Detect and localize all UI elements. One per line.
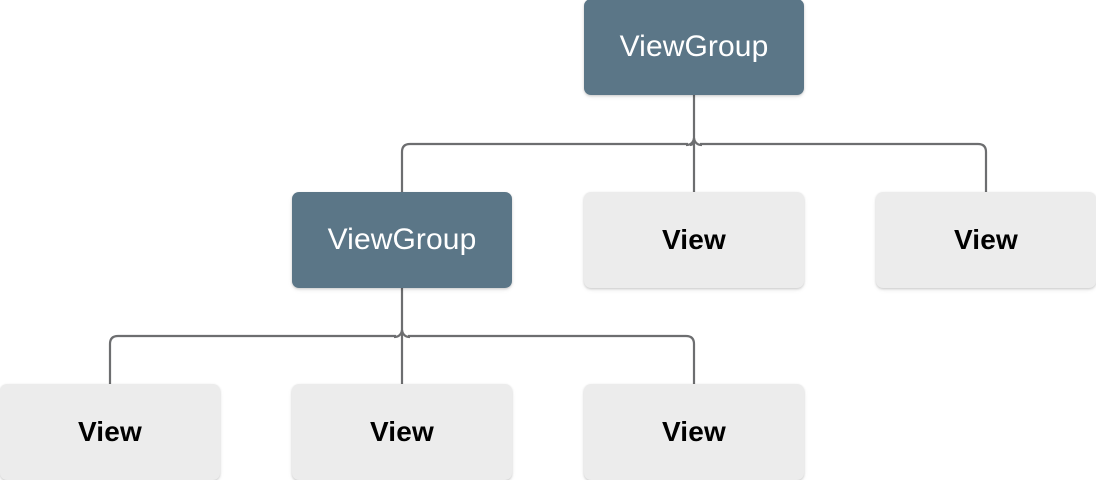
node-view-level1-middle[interactable]: View	[584, 192, 804, 288]
node-view-level2-middle[interactable]: View	[292, 384, 512, 480]
node-label: View	[661, 224, 727, 255]
node-view-level1-right[interactable]: View	[876, 192, 1096, 288]
node-label: View	[77, 416, 143, 447]
edge-junction-root	[685, 137, 703, 147]
node-viewgroup-root[interactable]: ViewGroup	[584, 0, 804, 95]
node-view-level2-left[interactable]: View	[0, 384, 220, 480]
node-view-level2-right[interactable]: View	[584, 384, 804, 480]
edge-vg2-to-view-c	[408, 334, 696, 384]
node-label: View	[953, 224, 1019, 255]
node-label: ViewGroup	[619, 30, 769, 63]
node-label: ViewGroup	[327, 223, 477, 256]
edge-vg2-to-view-a	[108, 334, 396, 384]
node-label: View	[369, 416, 435, 447]
node-label: View	[661, 416, 727, 447]
edge-root-to-vg2	[400, 140, 696, 192]
node-viewgroup-child[interactable]: ViewGroup	[292, 192, 512, 288]
edge-junction-vg2	[393, 329, 411, 339]
edge-root-to-view-c	[700, 142, 988, 192]
